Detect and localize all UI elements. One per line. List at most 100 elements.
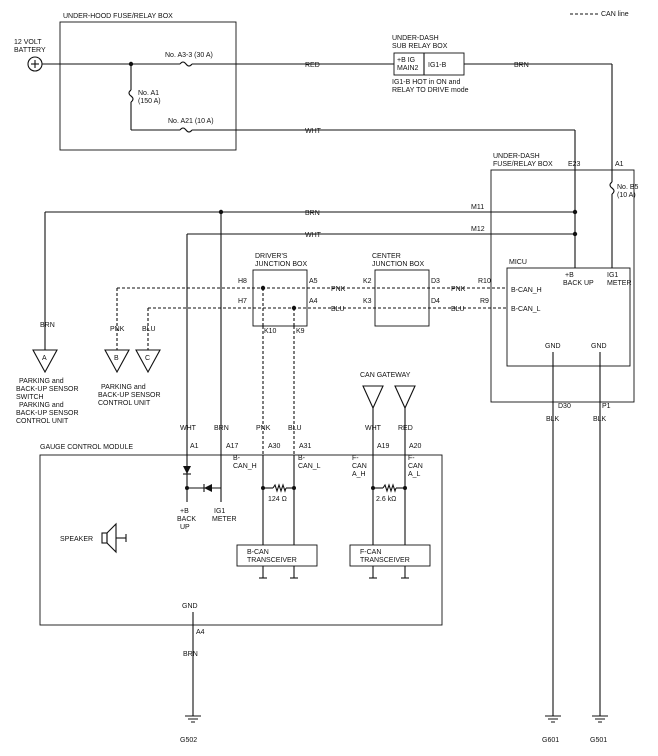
gauge-backup-2: BACK: [177, 516, 196, 523]
term-a1-g: A1: [190, 443, 199, 450]
wire-blu-1: BLU: [331, 306, 345, 313]
bcan-tr-2: TRANSCEIVER: [247, 557, 297, 564]
ground-g501-label: G501: [590, 737, 607, 744]
parking-connectors: A B C PARKING and BACK-UP SENSOR SWITCH …: [16, 349, 161, 425]
term-m11: M11: [471, 204, 484, 211]
gauge-title: GAUGE CONTROL MODULE: [40, 444, 133, 451]
fuse-b5-icon: [609, 181, 615, 195]
fuse-a3-3-icon: [179, 61, 193, 67]
switch-label-5: BACK-UP SENSOR: [16, 410, 79, 417]
wire-brn-top: BRN: [514, 62, 529, 69]
wire-red-a20: RED: [398, 425, 413, 432]
can-gateway: CAN GATEWAY: [360, 372, 416, 410]
bcanh-label-2: CAN_H: [233, 463, 257, 470]
bcanl-label-2: CAN_L: [298, 463, 321, 470]
fcan-tr-2: TRANSCEIVER: [360, 557, 410, 564]
micu-backup-2: BACK UP: [563, 280, 594, 287]
term-d3: D3: [431, 278, 440, 285]
micu-ig1-1: IG1: [607, 272, 618, 279]
gauge-backup-1: +B: [180, 508, 189, 515]
connector-b-icon: [104, 349, 130, 374]
term-a20: A20: [409, 443, 422, 450]
micu-title: MICU: [509, 259, 527, 266]
term-m12: M12: [471, 226, 485, 233]
wire-wht-top: WHT: [305, 128, 322, 135]
term-a4-g: A4: [196, 629, 205, 636]
switch-label-4: PARKING and: [19, 402, 64, 409]
legend-label: CAN line: [601, 11, 629, 18]
micu-ig1-2: METER: [607, 280, 632, 287]
wire-brn-gnd: BRN: [183, 651, 198, 658]
bcanl-label-1: B-: [298, 455, 306, 462]
connector-c-icon: [135, 349, 161, 374]
relay-note-1: IG1-B HOT in ON and: [392, 79, 460, 86]
center-jb-title-2: JUNCTION BOX: [372, 261, 424, 268]
wire-red: RED: [305, 62, 320, 69]
fcanh-label-3: A_H: [352, 471, 366, 478]
under-dash-title-1: UNDER-DASH: [493, 153, 540, 160]
term-r10: R10: [478, 278, 491, 285]
can-gateway-connector-1-icon: [362, 385, 384, 410]
ground-g601: G601: [542, 715, 561, 744]
connector-b-label: B: [114, 355, 119, 362]
wire-brn-a: BRN: [40, 322, 55, 329]
term-p1: P1: [602, 403, 611, 410]
term-k2: K2: [363, 278, 372, 285]
under-dash-title-2: FUSE/RELAY BOX: [493, 161, 553, 168]
relay-note-2: RELAY TO DRIVE mode: [392, 87, 469, 94]
fcanl-label-1: F-: [408, 455, 415, 462]
ground-g601-label: G601: [542, 737, 559, 744]
connector-a-icon: [32, 349, 58, 374]
switch-label-6: CONTROL UNIT: [16, 418, 69, 425]
relay-left-2: MAIN2: [397, 65, 419, 72]
wire-blu-a31: BLU: [288, 425, 302, 432]
wire-pnk-b: PNK: [110, 326, 125, 333]
fuse-b5-label-1: No. B5: [617, 184, 639, 191]
term-a19: A19: [377, 443, 390, 450]
wire-pnk-a30: PNK: [256, 425, 271, 432]
center-jb-title-1: CENTER: [372, 253, 401, 260]
micu-gnd-2: GND: [591, 343, 607, 350]
connector-c-label: C: [145, 355, 150, 362]
drivers-jb-title-2: JUNCTION BOX: [255, 261, 307, 268]
resistor-124-icon: [272, 483, 287, 493]
wire-blk-1: BLK: [546, 416, 560, 423]
switch-label-2: BACK-UP SENSOR: [16, 386, 79, 393]
term-a30: A30: [268, 443, 281, 450]
term-a5: A5: [309, 278, 318, 285]
fcanl-label-3: A_L: [408, 471, 421, 478]
wire-pnk-2: PNK: [451, 286, 466, 293]
wire-wht-a1: WHT: [180, 425, 197, 432]
wire-blu-c: BLU: [142, 326, 156, 333]
under-hood-fuse-box: UNDER-HOOD FUSE/RELAY BOX No. A3-3 (30 A…: [59, 13, 237, 151]
wire-wht-a19: WHT: [365, 425, 382, 432]
gauge-backup-3: UP: [180, 524, 190, 531]
term-a17: A17: [226, 443, 239, 450]
ground-g502-label: G502: [180, 737, 197, 744]
term-d4: D4: [431, 298, 440, 305]
term-a4: A4: [309, 298, 318, 305]
gauge-ig1-1: IG1: [214, 508, 225, 515]
fcanl-label-2: CAN: [408, 463, 423, 470]
sub-relay-title-1: UNDER-DASH: [392, 35, 439, 42]
under-dash-fuse-box: UNDER-DASH FUSE/RELAY BOX E23 A1 No. B5 …: [471, 153, 639, 403]
fuse-a3-3-label: No. A3-3 (30 A): [165, 52, 213, 59]
fuse-a1-label-1: No. A1: [138, 90, 159, 97]
term-h7: H7: [238, 298, 247, 305]
switch-label-1: PARKING and: [19, 378, 64, 385]
drivers-jb-title-1: DRIVER'S: [255, 253, 288, 260]
diode-ig1-icon: [204, 484, 212, 492]
switch-label-3: SWITCH: [16, 394, 44, 401]
ground-g502: G502: [180, 715, 201, 744]
bcanh-label-1: B-: [233, 455, 241, 462]
wire-brn-a17: BRN: [214, 425, 229, 432]
wire-blu-2: BLU: [451, 306, 465, 313]
cu-label-1: PARKING and: [101, 384, 146, 391]
ground-g501: G501: [590, 715, 608, 744]
diode-backup-icon: [183, 466, 191, 474]
term-a1-ud: A1: [615, 161, 624, 168]
term-r9: R9: [480, 298, 489, 305]
micu-bcanl: B-CAN_L: [511, 306, 541, 313]
sub-relay-title-2: SUB RELAY BOX: [392, 43, 448, 50]
term-k3: K3: [363, 298, 372, 305]
